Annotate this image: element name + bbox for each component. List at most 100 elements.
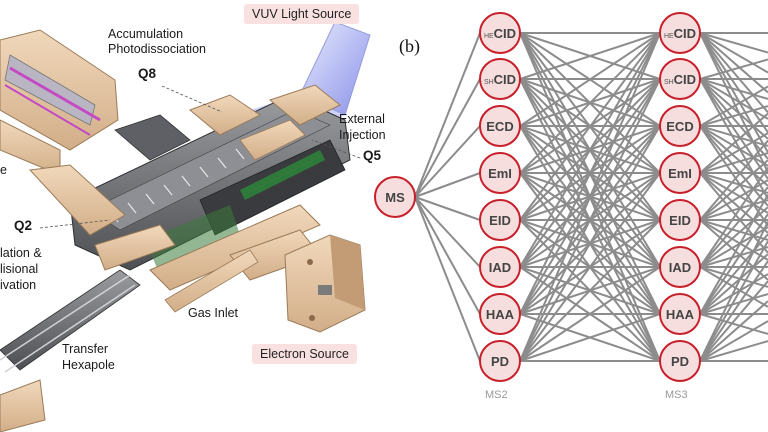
edge-ms3-onward — [699, 32, 768, 153]
edge-ms2-to-ms3 — [519, 32, 661, 127]
node-label: HAA — [486, 307, 515, 322]
node-circle — [479, 340, 521, 382]
edge-ms-to-ms2 — [414, 196, 481, 268]
network-edges — [414, 32, 768, 362]
node-label: IAD — [669, 260, 691, 275]
q5-label: Q5 — [363, 148, 382, 163]
node-ms: MS — [374, 176, 416, 218]
edge-ms3-onward — [699, 172, 768, 254]
edge-ms3-onward — [699, 125, 768, 227]
upper-left-housing — [0, 29, 191, 176]
q8-label: Q8 — [138, 66, 157, 81]
hexapole-label: Hexapole — [62, 358, 115, 372]
edge-ms3-onward — [699, 266, 768, 308]
node-ms2-eid: EID — [479, 199, 521, 241]
node-circle — [479, 293, 521, 335]
edge-ms2-to-ms3 — [519, 78, 661, 362]
edge-ms-to-ms2 — [414, 196, 481, 221]
edge-ms3-onward — [699, 340, 768, 362]
edge-ms3-onward — [699, 125, 768, 147]
node-label: HAA — [666, 307, 695, 322]
electron-source-block — [284, 234, 366, 333]
edge-ms-to-ms2 — [414, 78, 481, 198]
edge-ms2-to-ms3 — [519, 125, 661, 362]
edge-ms3-onward — [699, 78, 768, 100]
edge-ms2-to-ms3 — [519, 32, 661, 268]
external-label: External — [339, 112, 385, 126]
isolation-label: lation & — [0, 246, 42, 260]
node-label: EmI — [668, 166, 692, 181]
edge-ms2-to-ms3 — [519, 32, 661, 315]
edge-ms3-onward — [699, 172, 768, 214]
node-ms3-hecid: HECID — [659, 12, 701, 54]
node-circle — [659, 58, 701, 100]
node-ms2-pd: PD — [479, 340, 521, 382]
node-circle — [659, 199, 701, 241]
edge-ms3-onward — [699, 266, 768, 288]
edge-ms2-to-ms3 — [519, 32, 661, 80]
edge-ms3-onward — [699, 159, 768, 221]
node-ms2-emi: EmI — [479, 152, 521, 194]
gas-inlet-tube — [164, 249, 259, 313]
edge-ms3-onward — [699, 206, 768, 268]
electron-source-callout: Electron Source — [252, 344, 357, 364]
edge-ms3-onward — [699, 320, 768, 362]
transfer-hexapole — [0, 269, 141, 432]
edge-ms2-to-ms3 — [519, 219, 661, 362]
edge-ms3-onward — [699, 125, 768, 207]
node-label: ECD — [666, 119, 693, 134]
edge-ms3-onward — [699, 194, 768, 315]
edge-ms-to-ms2 — [414, 172, 481, 198]
edge-ms3-onward — [699, 32, 768, 173]
edge-ms3-onward — [699, 139, 768, 221]
edge-ms3-onward — [699, 219, 768, 261]
edge-ms3-onward — [699, 32, 768, 74]
node-circle — [479, 152, 521, 194]
collisional-label: lisional — [0, 262, 39, 276]
edge-ms-to-ms2 — [414, 125, 481, 198]
edge-ms3-onward — [699, 32, 768, 134]
photodissociation-label: Photodissociation — [108, 42, 206, 56]
node-ms2-shcid: SHCID — [479, 58, 521, 100]
node-label: EID — [669, 213, 691, 228]
node-ms3-shcid: SHCID — [659, 58, 701, 100]
edge-ms3-onward — [699, 313, 768, 335]
edge-ms3-onward — [699, 219, 768, 241]
edge-ms3-onward — [699, 246, 768, 268]
activation-label: ivation — [0, 278, 37, 292]
edge-ms3-onward — [699, 221, 768, 362]
node-circle — [659, 105, 701, 147]
edge-ms3-onward — [699, 132, 768, 174]
edge-ms3-onward — [699, 152, 768, 174]
node-ms3-ecd: ECD — [659, 105, 701, 147]
edge-ms3-onward — [699, 253, 768, 315]
edge-ms3-onward — [699, 125, 768, 187]
node-label: PD — [491, 354, 509, 369]
node-circle — [659, 293, 701, 335]
leader-lines — [39, 85, 361, 229]
node-ms2-iad: IAD — [479, 246, 521, 288]
left-edge-label: e — [0, 163, 7, 177]
node-label: MS — [385, 190, 405, 205]
node-circle — [479, 12, 521, 54]
node-ms3-pd: PD — [659, 340, 701, 382]
node-ms2-ecd: ECD — [479, 105, 521, 147]
edge-ms-to-ms2 — [414, 196, 481, 315]
stage-label-ms2: MS2 — [485, 389, 508, 401]
edge-ms3-onward — [699, 166, 768, 268]
node-circle — [374, 176, 416, 218]
edge-ms3-onward — [699, 293, 768, 315]
node-ms2-haa: HAA — [479, 293, 521, 335]
edge-ms3-onward — [699, 172, 768, 194]
edge-ms3-onward — [699, 199, 768, 221]
network-nodes: MSHECIDSHCIDECDEmIEIDIADHAAPDHECIDSHCIDE… — [374, 12, 701, 382]
edge-ms3-onward — [699, 179, 768, 221]
housing-frames — [28, 84, 341, 291]
edge-ms3-onward — [699, 105, 768, 127]
edge-ms3-onward — [699, 213, 768, 315]
edge-ms3-onward — [699, 260, 768, 362]
node-circle — [479, 199, 521, 241]
injection-label: Injection — [339, 128, 386, 142]
edge-ms3-onward — [699, 240, 768, 362]
edge-ms3-onward — [699, 219, 768, 281]
